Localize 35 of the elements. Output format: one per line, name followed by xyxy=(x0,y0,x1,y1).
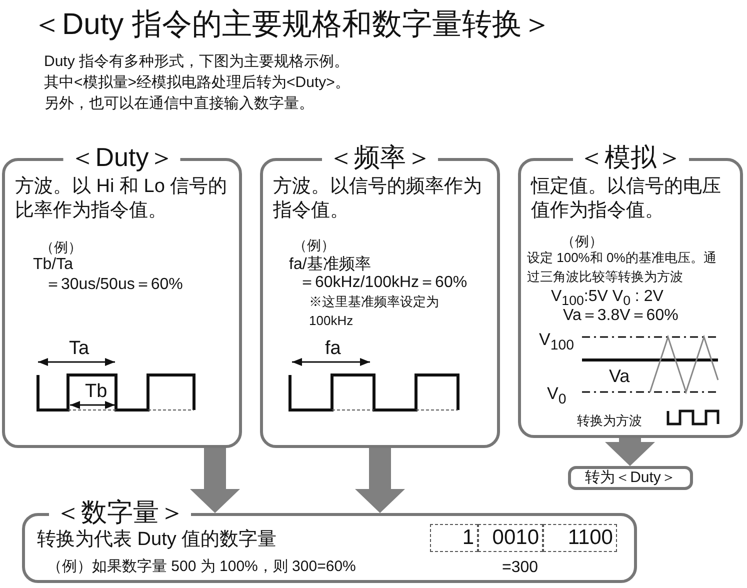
level-label: V$_{100}$ xyxy=(539,329,575,356)
description-text: 恒定值。以信号的电压值作为指令值。 xyxy=(531,175,722,222)
block-arrow xyxy=(355,448,405,513)
example-label: （例） xyxy=(293,237,336,254)
caption-text: 转换为方波 xyxy=(577,412,643,430)
description-text: 方波。以信号的频率作为指令值。 xyxy=(273,175,483,222)
formula-text: ＝30us/50us＝60% xyxy=(45,275,184,295)
description-text: 转换为代表 Duty 值的数字量 xyxy=(37,528,278,552)
result-value: =300 xyxy=(502,558,540,578)
description-text: 方波。以 Hi 和 Lo 信号的比率作为指令值。 xyxy=(15,175,228,222)
formula-text: Tb/Ta xyxy=(33,255,74,275)
formula-text: V$_{100}$:5V V$_{0}$ : 2V xyxy=(551,287,664,308)
formula-text: fa/基准频率 xyxy=(289,255,372,275)
example-label: （例） xyxy=(561,233,604,250)
example-label: （例） xyxy=(40,239,83,256)
formula-text: ＝60kHz/100kHz＝60% xyxy=(299,273,468,293)
result-box: 转为＜Duty＞ xyxy=(568,466,693,490)
block-arrow xyxy=(190,448,240,513)
note-text: ※这里基准频率设定为 100kHz xyxy=(309,293,440,330)
intro-text: 另外，也可以在通信中直接输入数字量。 xyxy=(44,94,314,113)
level-label: V$_{0}$ xyxy=(547,383,568,410)
diagram-title: ＜Duty 指令的主要规格和数字量转换＞ xyxy=(32,7,552,43)
formula-text: Va＝3.8V＝60% xyxy=(563,306,680,326)
bit-group-box: 1100 xyxy=(543,524,617,552)
intro-text: 其中<模拟量>经模拟电路处理后转为<Duty>。 xyxy=(44,73,350,92)
dimension-label: Ta xyxy=(69,337,90,361)
dimension-label: Tb xyxy=(85,380,108,404)
intro-text: Duty 指令有多种形式，下图为主要规格示例。 xyxy=(44,52,350,71)
level-label: Va xyxy=(609,365,631,388)
bit-group-box: 0010 xyxy=(478,524,543,552)
example-text: （例）如果数字量 500 为 100%，则 300=60% xyxy=(47,558,357,577)
note-text: 设定 100%和 0%的基准电压。通过三角波比较等转换为方波 xyxy=(527,249,718,286)
block-arrow xyxy=(605,438,655,466)
dimension-label: fa xyxy=(325,337,342,361)
bit-group-box: 1 xyxy=(430,524,478,552)
